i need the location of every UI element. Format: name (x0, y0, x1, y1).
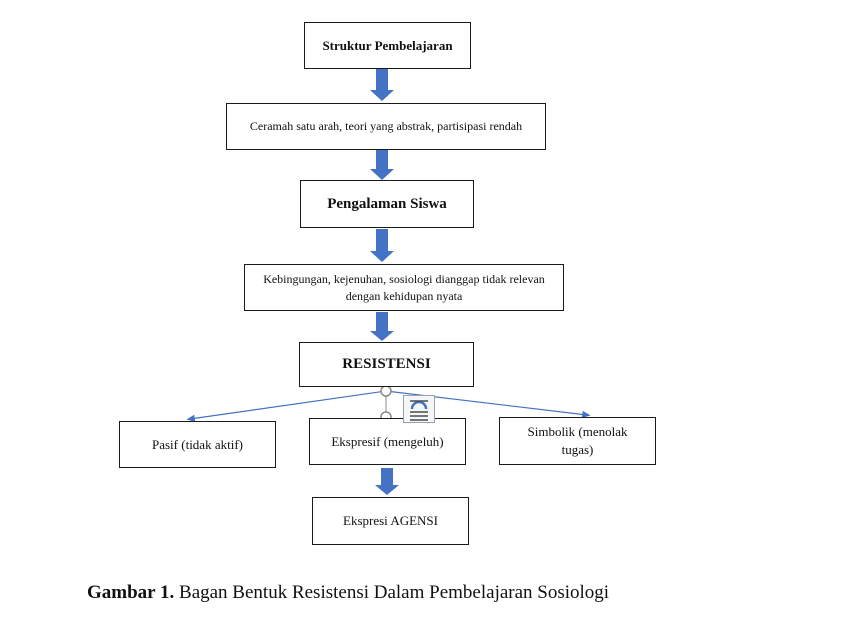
node-ekspresif-label: Ekspresif (mengeluh) (331, 433, 444, 449)
line-arrow-resistensi-pasif (186, 390, 387, 422)
node-ceramah: Ceramah satu arah, teori yang abstrak, p… (226, 103, 546, 150)
block-arrow-kebingungan-resistensi (370, 312, 394, 341)
node-agensi-label: Ekspresi AGENSI (343, 513, 438, 529)
node-pengalaman-label: Pengalaman Siswa (327, 195, 447, 212)
node-resistensi-label: RESISTENSI (342, 356, 431, 373)
node-ekspresif: Ekspresif (mengeluh) (309, 418, 466, 465)
node-simbolik-label: Simbolik (menolak tugas) (527, 424, 628, 457)
figure-caption: Gambar 1. Bagan Bentuk Resistensi Dalam … (87, 582, 609, 604)
node-ekspresi-agensi: Ekspresi AGENSI (312, 497, 469, 545)
node-pasif-label: Pasif (tidak aktif) (152, 436, 243, 452)
layout-options-icon[interactable] (403, 395, 435, 423)
node-kebingungan: Kebingungan, kejenuhan, sosiologi diangg… (244, 264, 564, 311)
selection-handle-top[interactable] (380, 385, 392, 397)
node-simbolik: Simbolik (menolak tugas) (499, 417, 656, 465)
block-arrow-ceramah-pengalaman (370, 149, 394, 180)
node-pasif: Pasif (tidak aktif) (119, 421, 276, 468)
block-arrow-ekspresif-agensi (375, 468, 399, 495)
block-arrow-pengalaman-kebingungan (370, 229, 394, 262)
block-arrow-struktur-ceramah (370, 68, 394, 101)
node-ceramah-label: Ceramah satu arah, teori yang abstrak, p… (249, 119, 523, 134)
caption-label: Gambar 1. (87, 582, 175, 603)
node-pengalaman-siswa: Pengalaman Siswa (300, 180, 474, 228)
node-resistensi: RESISTENSI (299, 342, 474, 387)
node-struktur-pembelajaran: Struktur Pembelajaran (304, 22, 471, 69)
node-struktur-label: Struktur Pembelajaran (322, 37, 453, 53)
caption-text: Bagan Bentuk Resistensi Dalam Pembelajar… (179, 582, 610, 603)
node-kebingungan-label: Kebingungan, kejenuhan, sosiologi diangg… (263, 272, 545, 303)
